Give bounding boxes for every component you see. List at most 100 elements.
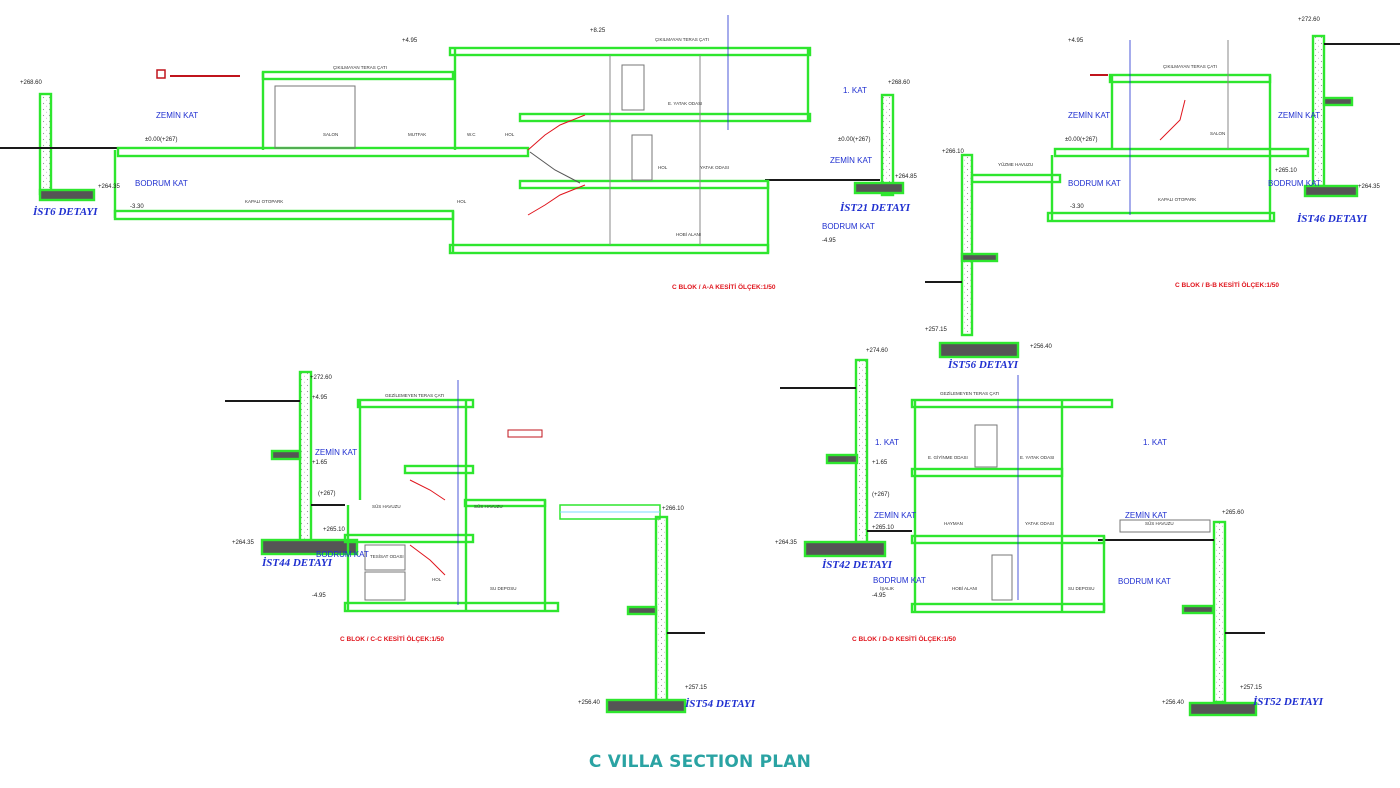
bb-room: ÇIKILMAYAN TERAS ÇATI xyxy=(1163,64,1217,69)
cc-room: SÜS HAVUZU xyxy=(372,504,401,509)
bb-level: -3.30 xyxy=(1070,204,1084,210)
bb-room: KAPALI OTOPARK xyxy=(1158,197,1197,202)
dd-floor: BODRUM KAT xyxy=(873,576,926,585)
aa-floor-bodrum: BODRUM KAT xyxy=(135,179,188,188)
section-dd-caption: C BLOK / D-D KESİTİ ÖLÇEK:1/50 xyxy=(852,636,957,643)
aa-room: SALON xyxy=(323,132,339,137)
section-bb-drawing xyxy=(925,34,1400,359)
bb-floor: ZEMİN KAT xyxy=(1278,111,1321,120)
aa-detail-ist6: İST6 DETAYI xyxy=(33,206,98,218)
cc-level: +272.60 xyxy=(310,375,332,381)
dd-room: YATAK ODASI xyxy=(1025,521,1055,526)
aa-room: MUTFAK xyxy=(408,132,427,137)
aa-room: E. YATAK ODASI xyxy=(668,101,703,106)
bb-level: +4.95 xyxy=(1068,38,1084,44)
dd-level: +265.60 xyxy=(1222,510,1244,516)
aa-level: -3.30 xyxy=(130,204,144,210)
bb-level: +256.40 xyxy=(1030,344,1052,350)
section-dd-drawing xyxy=(780,358,1265,717)
aa-room: YATAK ODASI xyxy=(700,165,730,170)
aa-room: HOL xyxy=(457,199,467,204)
cc-level: +1.65 xyxy=(312,460,328,466)
cc-floor: BODRUM KAT xyxy=(316,550,369,559)
aa-room: ÇIKILMAYAN TERAS ÇATI xyxy=(655,37,709,42)
cc-level: +257.15 xyxy=(685,685,707,691)
aa-level: -4.95 xyxy=(822,238,836,244)
bb-floor: BODRUM KAT xyxy=(1068,179,1121,188)
dd-room: E. GİYİNME ODASI xyxy=(928,455,968,460)
page-title: C VILLA SECTION PLAN xyxy=(588,752,812,772)
bb-room: SALON xyxy=(1210,131,1226,136)
bb-floor: ZEMİN KAT xyxy=(1068,111,1111,120)
dd-floor: ZEMİN KAT xyxy=(874,511,917,520)
cc-floor: ZEMİN KAT xyxy=(315,448,358,457)
bb-detail-ist46: İST46 DETAYI xyxy=(1297,213,1367,225)
aa-level: +268.60 xyxy=(20,80,42,86)
section-cc-caption: C BLOK / C-C KESİTİ ÖLÇEK:1/50 xyxy=(340,636,445,643)
bb-level: +264.35 xyxy=(1358,184,1380,190)
cc-level: +4.95 xyxy=(312,395,328,401)
dd-level: +1.65 xyxy=(872,460,888,466)
dd-room: E. YATAK ODASI xyxy=(1020,455,1055,460)
cc-level: +265.10 xyxy=(323,527,345,533)
cc-level: +266.10 xyxy=(662,506,684,512)
dd-floor: 1. KAT xyxy=(1143,438,1167,447)
cc-room: SÜS HAVUZU xyxy=(474,504,503,509)
aa-level: +268.60 xyxy=(888,80,910,86)
aa-level: ±0.00(+267) xyxy=(838,137,871,143)
bb-floor: BODRUM KAT xyxy=(1268,179,1321,188)
dd-level: +257.15 xyxy=(1240,685,1262,691)
cc-level: -4.95 xyxy=(312,593,326,599)
aa-floor-zemin: ZEMİN KAT xyxy=(156,111,199,120)
bb-detail-ist56: İST56 DETAYI xyxy=(948,359,1018,371)
bb-level: +272.60 xyxy=(1298,17,1320,23)
cc-level: (+267) xyxy=(318,491,336,497)
dd-room: HOBİ ALANI xyxy=(952,586,978,591)
bb-level: +266.10 xyxy=(942,149,964,155)
aa-floor-bodrum-2: BODRUM KAT xyxy=(822,222,875,231)
aa-room: HOBİ ALANI xyxy=(676,232,702,237)
section-aa-caption: C BLOK / A-A KESİTİ ÖLÇEK:1/50 xyxy=(672,284,776,291)
cc-room: SU DEPOSU xyxy=(490,586,517,591)
cc-level: +264.35 xyxy=(232,540,254,546)
dd-floor: 1. KAT xyxy=(875,438,899,447)
aa-room: ÇIKILMAYAN TERAS ÇATI xyxy=(333,65,387,70)
aa-floor-zemin-2: ZEMİN KAT xyxy=(830,156,873,165)
aa-detail-ist21: İST21 DETAYI xyxy=(840,202,910,214)
cc-room: HOL xyxy=(432,577,442,582)
dd-room: SÜS HAVUZU xyxy=(1145,521,1174,526)
dd-detail-ist52: İST52 DETAYI xyxy=(1253,696,1323,708)
cc-level: +256.40 xyxy=(578,700,600,706)
dd-room: HAYMAN xyxy=(944,521,963,526)
bb-room: YÜZME HAVUZU xyxy=(998,162,1034,167)
dd-detail-ist42: İST42 DETAYI xyxy=(822,559,892,571)
dd-level: -4.95 xyxy=(872,593,886,599)
dd-level: (+267) xyxy=(872,492,890,498)
dd-room: SU DEPOSU xyxy=(1068,586,1095,591)
aa-room: HOL xyxy=(505,132,515,137)
dd-level: +264.35 xyxy=(775,540,797,546)
cc-detail-ist44: İST44 DETAYI xyxy=(262,557,332,569)
dd-level: +265.10 xyxy=(872,525,894,531)
cc-room: TESİSAT ODASI xyxy=(370,554,404,559)
aa-room: HOL xyxy=(658,165,668,170)
bb-level: ±0.00(+267) xyxy=(1065,137,1098,143)
aa-level: +264.35 xyxy=(98,184,120,190)
cc-room: GEZİLEMEYEN TERAS ÇATI xyxy=(385,393,445,398)
aa-floor-1kat: 1. KAT xyxy=(843,86,867,95)
aa-room: W.C xyxy=(467,132,476,137)
dd-level: +274.60 xyxy=(866,348,888,354)
dd-room: GEZİLEMEYEN TERAS ÇATI xyxy=(940,391,1000,396)
section-bb-caption: C BLOK / B-B KESİTİ ÖLÇEK:1/50 xyxy=(1175,282,1280,289)
aa-level: +4.95 xyxy=(402,38,418,44)
aa-level: ±0.00(+267) xyxy=(145,137,178,143)
dd-level: +256.40 xyxy=(1162,700,1184,706)
dd-floor: ZEMİN KAT xyxy=(1125,511,1168,520)
section-cc-drawing xyxy=(225,370,705,714)
bb-level: +265.10 xyxy=(1275,168,1297,174)
dd-floor: BODRUM KAT xyxy=(1118,577,1171,586)
aa-level: +8.25 xyxy=(590,28,606,34)
dd-room: İŞALIK xyxy=(880,586,895,591)
aa-room: KAPALI OTOPARK xyxy=(245,199,284,204)
